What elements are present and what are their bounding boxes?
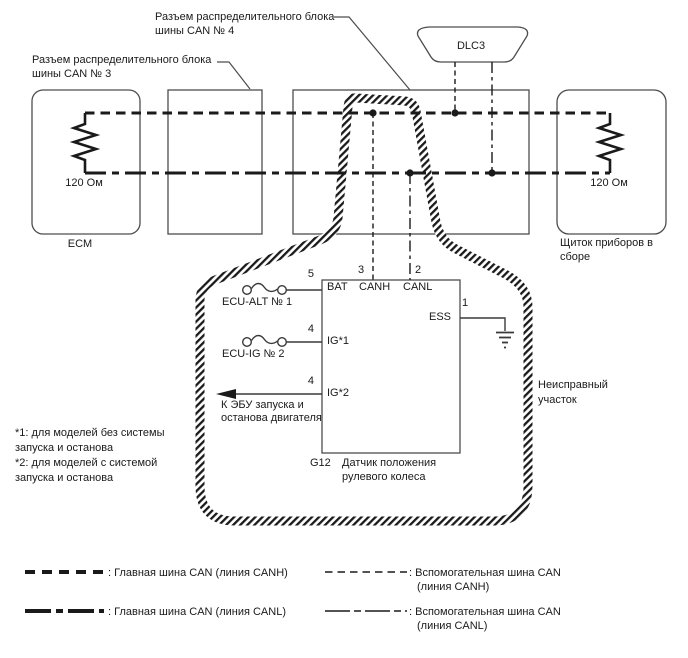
junction-dot-canl-dlc3: [488, 169, 496, 177]
sensor-name-line1: Датчик положения: [342, 457, 436, 469]
faulty-area-label-line1: Неисправный: [538, 379, 608, 391]
junction-dot-canl-sensor: [406, 169, 414, 177]
legend-sub-canh-label-line1: : Вспомогательная шина CAN: [409, 567, 561, 579]
pin-number-canh: 3: [358, 264, 364, 276]
terminating-resistor-right: [594, 113, 626, 173]
legend-sub-canl-label-line2: (линия CANL): [417, 620, 487, 632]
ig2-arrow-icon: [216, 389, 236, 399]
pin-number-ig1: 4: [308, 323, 314, 335]
pin-number-canl: 2: [415, 264, 421, 276]
terminating-resistor-left: [69, 113, 101, 173]
fuse-ecu-alt: [241, 282, 322, 296]
instrument-cluster-box: [556, 89, 667, 235]
can3-connector-label-line1: Разъем распределительного блока: [32, 54, 212, 66]
resistor-left-value: 120 Ом: [65, 177, 103, 189]
instrument-cluster-label-line1: Щиток приборов в: [560, 237, 653, 249]
dlc3-connector-shape: [416, 26, 529, 63]
ess-ground-wire: [460, 317, 506, 331]
sensor-name-line2: рулевого колеса: [342, 471, 426, 483]
resistor-right-value: 120 Ом: [590, 177, 628, 189]
fuse-ecu-ig: [241, 334, 322, 348]
can4-leader-line: [334, 16, 411, 91]
ecm-label: ECM: [68, 238, 92, 250]
can3-leader-line: [217, 61, 251, 90]
faulty-area-outline: [195, 93, 533, 526]
footnote-2-line1: *2: для моделей с системой: [15, 457, 157, 469]
junction-dot-canh-sensor: [369, 109, 377, 117]
faulty-area-label-line2: участок: [538, 394, 577, 406]
can3-connector-label-line2: шины CAN № 3: [32, 68, 111, 80]
pin-number-ess: 1: [462, 297, 468, 309]
ground-icon: [496, 331, 514, 349]
ig2-destination-label-line2: останова двигателя: [221, 412, 322, 424]
pin-label-ig2: IG*2: [327, 387, 349, 399]
footnote-2-line2: запуска и останова: [15, 472, 114, 484]
dlc3-label: DLC3: [457, 40, 485, 52]
legend-sub-canh-label-line2: (линия CANH): [417, 581, 489, 593]
fuse-ecu-ig-label: ECU-IG № 2: [222, 348, 285, 360]
ig2-destination-label-line1: К ЭБУ запуска и: [221, 399, 304, 411]
diagram-text-layer: Разъем распределительного блока шины CAN…: [15, 11, 653, 632]
pin-label-ig1: IG*1: [327, 335, 349, 347]
legend-main-canl-label: : Главная шина CAN (линия CANL): [108, 606, 286, 618]
pin-label-canl: CANL: [403, 281, 432, 293]
can4-connector-label-line2: шины CAN № 4: [155, 25, 234, 37]
sensor-designator: G12: [310, 457, 331, 469]
can-junction-3-box: [167, 89, 263, 235]
steering-sensor-box: [321, 279, 461, 454]
footnote-1-line1: *1: для моделей без системы: [15, 427, 165, 439]
legend-sub-canl-label-line1: : Вспомогательная шина CAN: [409, 606, 561, 618]
ecm-box: [31, 89, 141, 235]
pin-number-ig2: 4: [308, 375, 314, 387]
pin-label-canh: CANH: [359, 281, 390, 293]
pin-label-bat: BAT: [327, 281, 348, 293]
legend-main-canh-label: : Главная шина CAN (линия CANH): [108, 567, 288, 579]
can4-connector-label-line1: Разъем распределительного блока: [155, 11, 335, 23]
pin-label-ess: ESS: [429, 311, 451, 323]
fuse-ecu-alt-label: ECU-ALT № 1: [222, 296, 292, 308]
can-junction-4-box: [292, 89, 530, 235]
instrument-cluster-label-line2: сборе: [560, 251, 590, 263]
pin-number-bat: 5: [308, 268, 314, 280]
junction-dot-canh-dlc3: [451, 109, 459, 117]
footnote-1-line2: запуска и останова: [15, 442, 114, 454]
